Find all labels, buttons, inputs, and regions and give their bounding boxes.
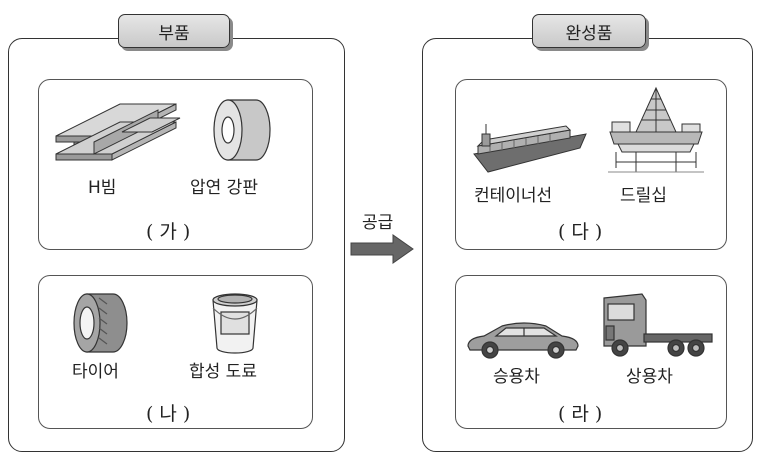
item-h-beam: H빔 (88, 178, 117, 198)
item-passenger-car: 승용차 (493, 367, 540, 387)
item-tire: 타이어 (72, 362, 119, 382)
group-da-box (455, 79, 727, 250)
marker-ga: (가) (146, 221, 197, 243)
drillship-icon (608, 86, 704, 173)
parts-panel-title: 부품 (118, 14, 230, 48)
marker-na: (나) (146, 403, 197, 425)
marker-da: (다) (558, 221, 609, 243)
steel-coil-icon (213, 99, 271, 161)
item-commercial-vehicle: 상용차 (626, 367, 673, 387)
h-beam-icon (55, 103, 181, 161)
item-rolled-steel: 압연 강판 (190, 178, 258, 198)
tire-icon (73, 293, 128, 353)
paint-bucket-icon (212, 293, 258, 354)
products-panel-title: 완성품 (532, 14, 646, 48)
commercial-truck-icon (603, 293, 713, 357)
marker-ra: (라) (558, 403, 609, 425)
item-synthetic-paint: 합성 도료 (189, 362, 257, 382)
supply-label: 공급 (362, 213, 394, 233)
container-ship-icon (473, 124, 587, 173)
passenger-car-icon (467, 322, 579, 359)
item-drillship: 드릴십 (620, 186, 667, 206)
supply-arrow-icon (350, 234, 414, 264)
item-container-ship: 컨테이너선 (474, 186, 553, 206)
